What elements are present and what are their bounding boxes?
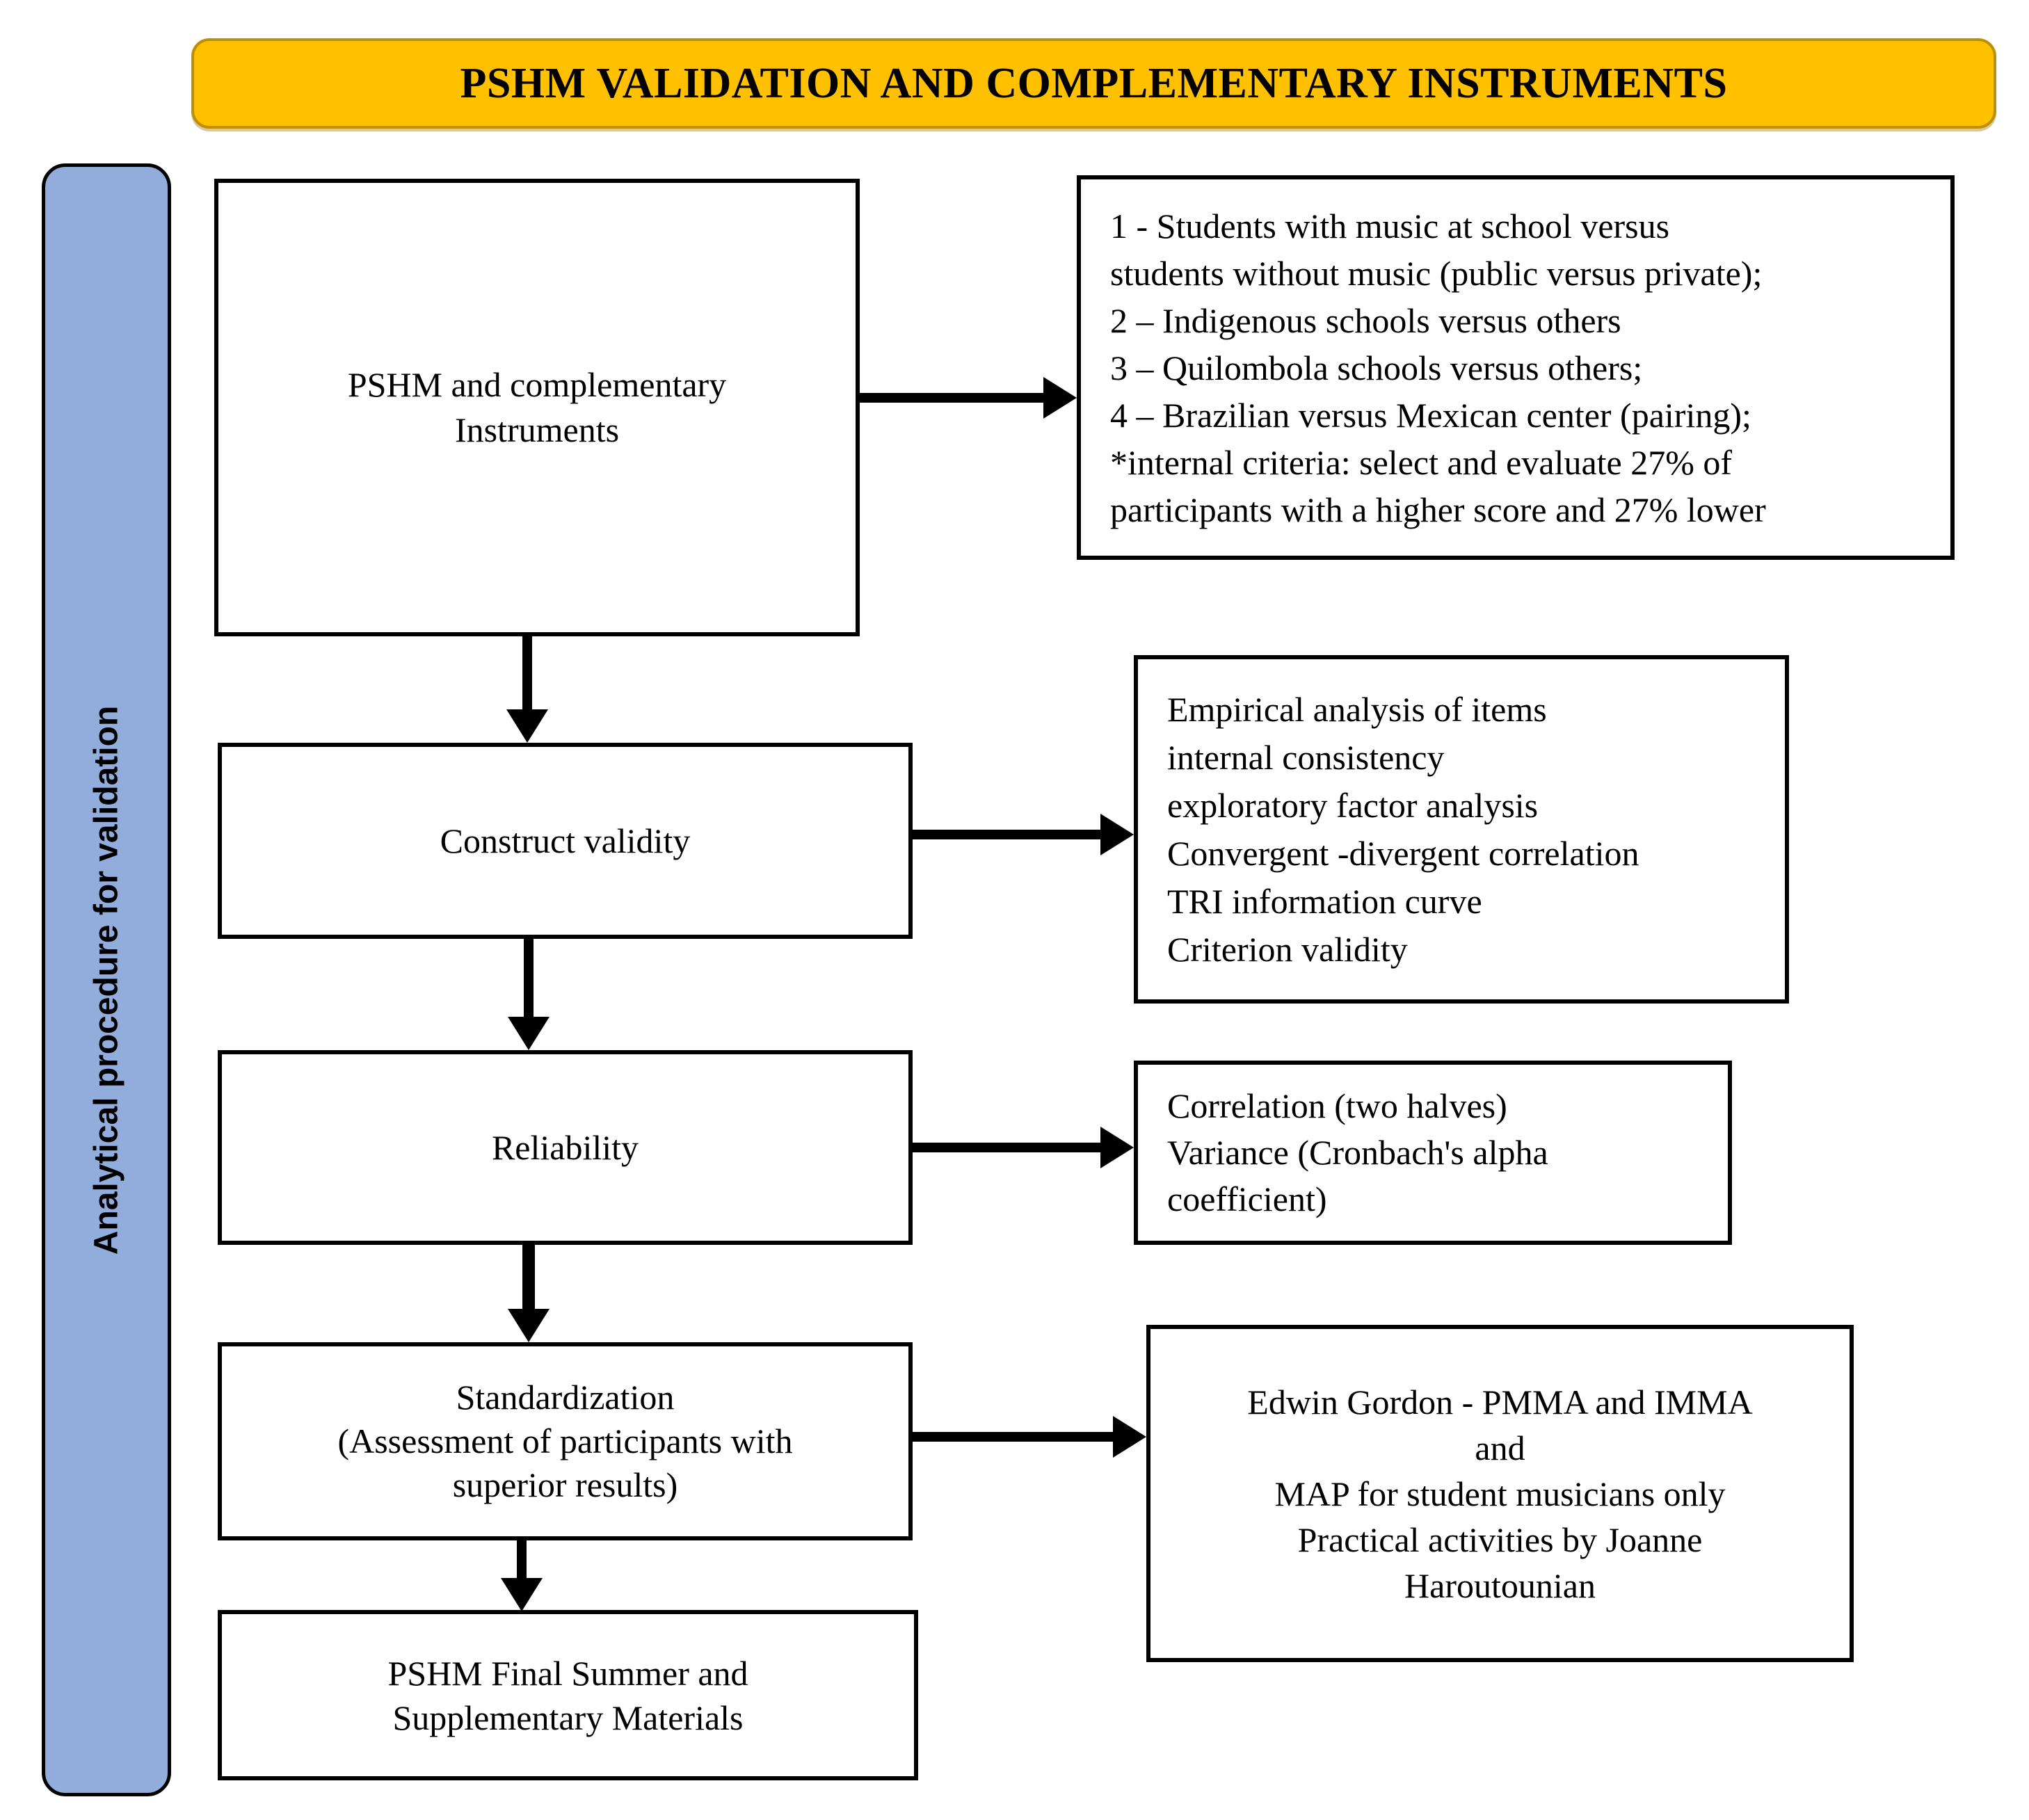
arrow-head [1100,1127,1134,1168]
arrow-shaft [913,1143,1102,1152]
node-pshm-and-complementary-instruments: PSHM and complementary Instruments [214,179,860,636]
node-label: 1 - Students with music at school versus… [1110,206,1766,529]
arrow-head [1100,814,1134,855]
node-standardization: Standardization (Assessment of participa… [218,1342,913,1540]
node-construct-validity-detail: Empirical analysis of items internal con… [1134,655,1789,1004]
node-reliability-detail: Correlation (two halves) Variance (Cronb… [1134,1061,1732,1245]
arrow-shaft [522,636,532,711]
arrow-head [501,1578,543,1611]
arrow-head [1113,1416,1146,1458]
page-title: PSHM VALIDATION AND COMPLEMENTARY INSTRU… [460,59,1728,107]
node-comparison-criteria-detail: 1 - Students with music at school versus… [1077,175,1955,560]
node-standardization-detail: Edwin Gordon - PMMA and IMMA and MAP for… [1146,1325,1854,1662]
arrow-head [1043,377,1077,419]
node-label: Correlation (two halves) Variance (Cronb… [1167,1086,1548,1218]
node-label: Construct validity [440,821,691,860]
node-label: Reliability [491,1127,639,1167]
node-label: PSHM and complementary Instruments [347,365,727,449]
node-reliability: Reliability [218,1050,913,1245]
node-label: Edwin Gordon - PMMA and IMMA and MAP for… [1247,1382,1753,1605]
arrow-shaft [913,1432,1114,1442]
arrow-head [508,1309,550,1342]
arrow-head [508,1017,550,1050]
node-label: Empirical analysis of items internal con… [1167,689,1639,969]
arrow-head [506,709,548,743]
sidebar-label: Analytical procedure for validation [88,705,125,1255]
arrow-shaft [517,1540,527,1579]
node-label: Standardization (Assessment of participa… [337,1378,793,1504]
arrow-shaft [913,830,1102,839]
node-label: PSHM Final Summer and Supplementary Mate… [387,1653,748,1737]
node-pshm-final-summer: PSHM Final Summer and Supplementary Mate… [218,1610,918,1780]
arrow-shaft [522,1245,535,1310]
sidebar-analytical-procedure: Analytical procedure for validation [42,163,171,1796]
diagram-title-banner: PSHM VALIDATION AND COMPLEMENTARY INSTRU… [191,38,1996,129]
arrow-shaft [524,939,534,1018]
arrow-shaft [860,393,1045,403]
node-construct-validity: Construct validity [218,743,913,939]
